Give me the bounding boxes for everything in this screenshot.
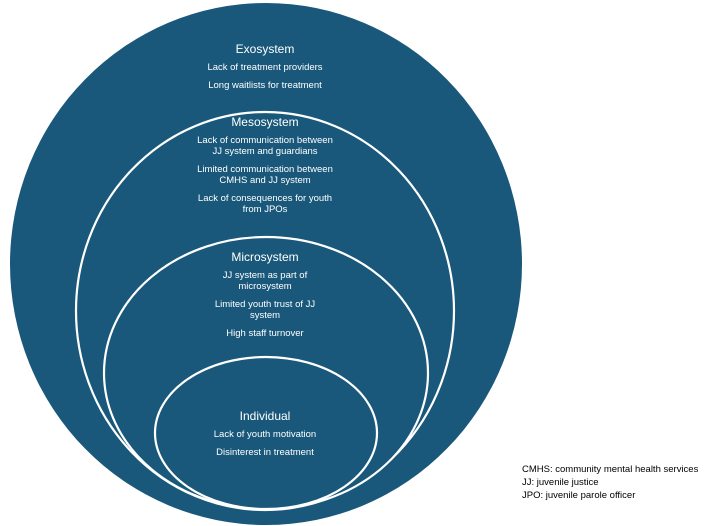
- microsystem-factor: Limited youth trust of JJ system: [214, 299, 316, 321]
- mesosystem-title: Mesosystem: [231, 115, 299, 129]
- mesosystem-factor: Limited communication between CMHS and J…: [197, 164, 333, 186]
- abbreviation-legend: CMHS: community mental health services J…: [522, 463, 698, 502]
- individual-circle: [153, 355, 379, 511]
- mesosystem-layer: Mesosystem Lack of communication between…: [195, 115, 335, 222]
- exosystem-factor: Long waitlists for treatment: [208, 80, 322, 91]
- individual-factor: Lack of youth motivation: [213, 429, 317, 440]
- mesosystem-factor: Lack of communication between JJ system …: [197, 135, 333, 157]
- legend-item: CMHS: community mental health services: [522, 464, 699, 475]
- microsystem-factor: High staff turnover: [226, 328, 304, 339]
- individual-layer: Individual Lack of youth motivation Disi…: [200, 409, 330, 465]
- microsystem-layer: Microsystem JJ system as part of microsy…: [200, 250, 330, 346]
- exosystem-title: Exosystem: [235, 42, 295, 56]
- legend-item: JPO: juvenile parole officer: [522, 490, 636, 501]
- microsystem-factor: JJ system as part of microsystem: [222, 270, 308, 292]
- exosystem-layer: Exosystem Lack of treatment providers Lo…: [180, 42, 350, 98]
- microsystem-title: Microsystem: [231, 250, 299, 264]
- individual-factor: Disinterest in treatment: [216, 447, 314, 458]
- individual-title: Individual: [239, 409, 291, 423]
- mesosystem-factor: Lack of consequences for youth from JPOs: [197, 193, 333, 215]
- exosystem-factor: Lack of treatment providers: [207, 62, 323, 73]
- legend-item: JJ: juvenile justice: [522, 477, 599, 488]
